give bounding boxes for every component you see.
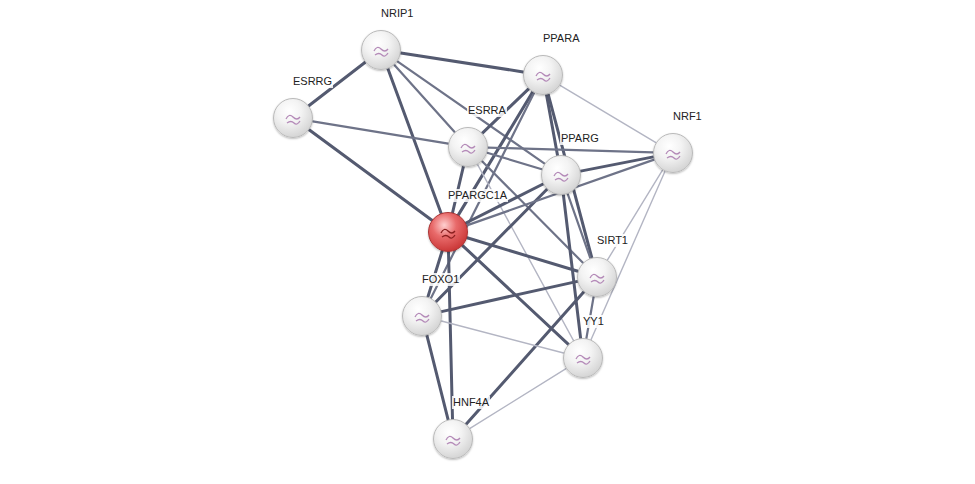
protein-node: ESRRA (448, 127, 488, 167)
protein-node: SIRT1 (577, 257, 617, 297)
protein-node: HNF4A (433, 419, 473, 459)
structure-icon (429, 213, 467, 251)
protein-node: FOXO1 (402, 296, 442, 336)
node-label: NRIP1 (380, 7, 414, 20)
node-label: PPARG (560, 132, 600, 145)
interaction-edge (313, 121, 449, 143)
node-sphere (448, 127, 488, 167)
node-sphere (523, 55, 563, 95)
structure-icon (578, 258, 616, 296)
node-sphere (273, 98, 313, 138)
protein-node: PPARA (523, 55, 563, 95)
protein-node: ESRRG (273, 98, 313, 138)
structure-icon (362, 31, 400, 69)
node-label: FOXO1 (421, 273, 460, 286)
node-sphere (541, 155, 581, 195)
node-label: PPARGC1A (447, 189, 508, 202)
node-label: YY1 (582, 315, 605, 328)
structure-icon (449, 128, 487, 166)
node-sphere (653, 133, 693, 173)
structure-icon (524, 56, 562, 94)
node-label: PPARA (542, 32, 580, 45)
structure-icon (564, 339, 602, 377)
interaction-edge (394, 65, 454, 132)
node-label: NRF1 (672, 110, 703, 123)
node-label: ESRRA (467, 104, 507, 117)
node-label: ESRRG (292, 75, 333, 88)
node-sphere (577, 257, 617, 297)
node-sphere (402, 296, 442, 336)
interaction-edge (441, 321, 563, 353)
protein-node: PPARGC1A (428, 212, 468, 252)
node-label: SIRT1 (596, 234, 629, 247)
protein-node: NRF1 (653, 133, 693, 173)
interaction-edge (487, 153, 542, 169)
node-sphere (428, 212, 468, 252)
node-label: HNF4A (452, 396, 490, 409)
interaction-edge (401, 53, 523, 72)
protein-node: YY1 (563, 338, 603, 378)
protein-node: PPARG (541, 155, 581, 195)
interaction-edge (442, 281, 578, 311)
structure-icon (434, 420, 472, 458)
node-sphere (361, 30, 401, 70)
protein-node: NRIP1 (361, 30, 401, 70)
node-sphere (433, 419, 473, 459)
interaction-edge (427, 335, 448, 419)
structure-icon (274, 99, 312, 137)
interaction-edge (309, 130, 432, 220)
interaction-edge (488, 148, 653, 153)
structure-icon (403, 297, 441, 335)
structure-icon (542, 156, 580, 194)
structure-icon (654, 134, 692, 172)
node-sphere (563, 338, 603, 378)
